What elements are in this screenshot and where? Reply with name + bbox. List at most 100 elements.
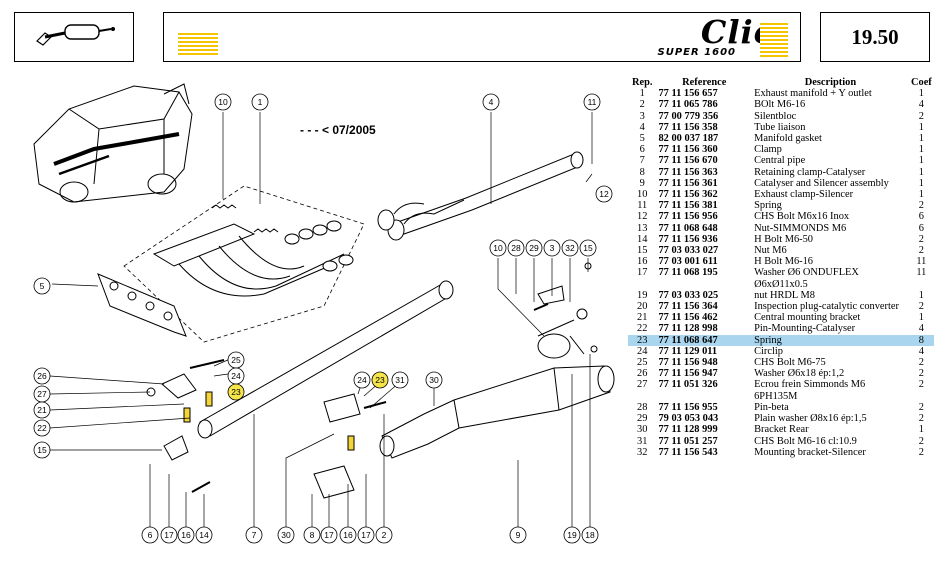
row-description: Inspection plug-catalytic converter [754, 301, 899, 313]
callout-18: 18 [581, 526, 599, 544]
row-reference: 77 11 156 657 [658, 88, 718, 100]
row-rep: 27 [637, 379, 648, 391]
rear-bracket [313, 262, 598, 499]
row-rep: 31 [637, 435, 648, 447]
catalyser-silencer [379, 365, 615, 459]
svg-text:11: 11 [588, 97, 597, 107]
row-description: H Bolt M6-16 [754, 256, 813, 268]
svg-text:16: 16 [181, 530, 191, 540]
row-description: Nut M6 [754, 245, 787, 257]
row-coef: 2 [918, 301, 924, 313]
svg-text:31: 31 [395, 375, 405, 385]
row-coef: 2 [918, 368, 924, 380]
row-reference: 77 03 033 027 [658, 245, 719, 257]
callout-14: 14 [195, 526, 213, 544]
svg-text:24: 24 [357, 375, 367, 385]
row-coef: 4 [918, 323, 924, 335]
callout-27: 27 [33, 385, 51, 403]
svg-text:26: 26 [37, 371, 47, 381]
callout-12: 11 [583, 93, 601, 111]
row-rep: 1 [639, 88, 645, 100]
row-reference: 77 11 129 011 [658, 345, 718, 357]
svg-text:7: 7 [252, 530, 257, 540]
row-rep: 3 [639, 110, 645, 122]
row-coef: 2 [918, 245, 924, 257]
svg-text:12: 12 [599, 189, 609, 199]
callout-15b: 15 [579, 239, 597, 257]
svg-text:19: 19 [567, 530, 577, 540]
row-description: nut HRDL M8 [754, 289, 815, 301]
brand-subtitle: SUPER 1600 [657, 47, 736, 58]
model-banner: Clio SUPER 1600 [163, 12, 801, 62]
row-reference: 77 11 156 364 [658, 301, 718, 313]
row-coef: 1 [918, 177, 924, 189]
row-coef: 4 [918, 99, 924, 111]
row-reference: 77 11 156 956 [658, 211, 718, 223]
row-description: Spring [754, 200, 782, 212]
svg-text:10: 10 [218, 97, 228, 107]
svg-text:17: 17 [164, 530, 174, 540]
row-reference: 77 11 068 648 [658, 222, 718, 234]
callout-2: 2 [375, 526, 393, 544]
row-coef: 1 [918, 133, 924, 145]
row-reference: 77 11 065 786 [658, 99, 718, 111]
row-reference: 77 11 156 362 [658, 189, 718, 201]
row-rep: 23 [628, 334, 657, 346]
row-coef: 8 [908, 334, 934, 346]
row-rep: 30 [637, 424, 648, 436]
callout-26: 26 [33, 367, 51, 385]
callout-1: 1 [251, 93, 269, 111]
callout-21: 21 [33, 401, 51, 419]
svg-text:8: 8 [310, 530, 315, 540]
callout-30: 30 [277, 526, 295, 544]
row-reference: 77 11 156 936 [658, 233, 718, 245]
row-rep: 12 [637, 211, 648, 223]
row-coef: 6 [918, 211, 924, 223]
row-coef: 1 [918, 144, 924, 156]
row-rep: 24 [637, 345, 648, 357]
row-rep: 8 [639, 166, 645, 178]
row-coef: 1 [918, 289, 924, 301]
row-description: Exhaust clamp-Silencer [754, 189, 854, 201]
row-description: Central mounting bracket [754, 312, 861, 324]
row-reference: 77 11 051 257 [658, 435, 718, 447]
row-description: Circlip [754, 345, 783, 357]
callout-7: 7 [245, 526, 263, 544]
row-coef: 2 [918, 446, 924, 458]
col-reference: Reference [682, 77, 727, 88]
row-coef: 1 [918, 166, 924, 178]
row-reference: 79 03 053 043 [658, 413, 719, 425]
